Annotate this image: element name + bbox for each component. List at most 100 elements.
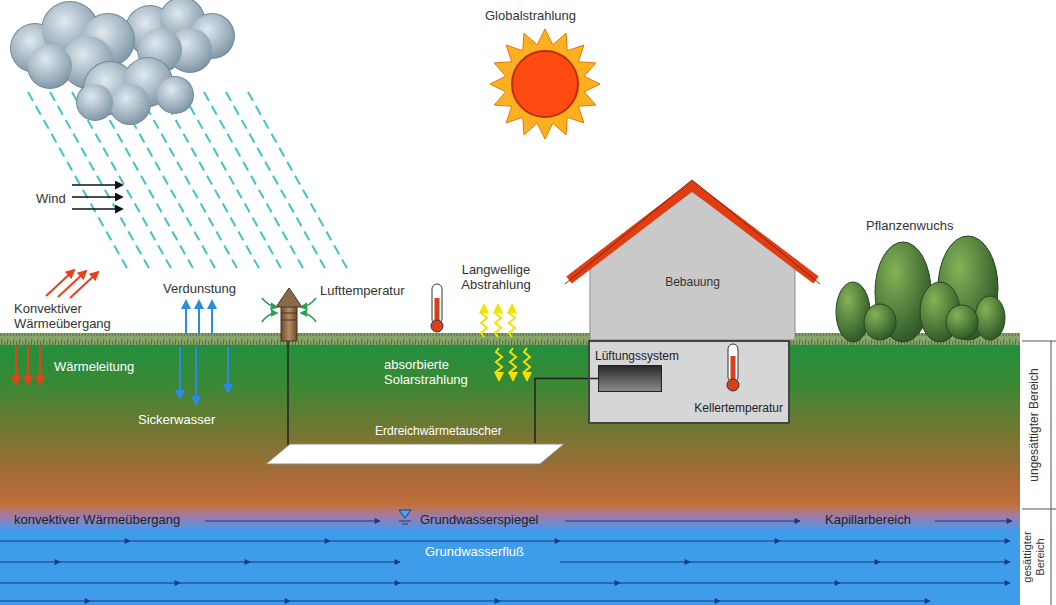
house-roof [565, 180, 820, 284]
cellar-box: Kellertemperatur Lüftungssystem [588, 340, 790, 424]
vegetation-label: Pflanzenwuchs [866, 218, 953, 233]
capillary-label: Kapillarbereich [825, 512, 911, 527]
zone-bracket [1051, 341, 1052, 605]
rain-line [204, 92, 304, 270]
ventilation-label: Lüftungssystem [595, 349, 679, 363]
heat-conduction-label: Wärmeleitung [54, 359, 134, 374]
wind-label: Wind [36, 191, 66, 206]
tree [946, 305, 978, 339]
exchanger-plate [265, 443, 565, 465]
intake-pipe [287, 340, 289, 460]
heat-exchanger-label: Erdreichwärmetauscher [375, 424, 502, 438]
radiation-arrow [495, 305, 501, 337]
cellar-temperature-label: Kellertemperatur [694, 401, 783, 415]
cloud-puff [28, 44, 72, 88]
sun-disc [512, 51, 578, 117]
air-intake-tower [281, 305, 297, 341]
tree [836, 236, 1005, 342]
evaporation-arrow [186, 301, 212, 333]
heat-transfer-label: Konvektiver Wärmeübergang [14, 301, 118, 331]
air-intake-tower [281, 320, 297, 321]
heat-arrow [46, 270, 98, 298]
tree [836, 282, 870, 342]
groundwater [0, 529, 1020, 605]
radiation-arrow [481, 305, 515, 337]
house-roof [569, 186, 816, 280]
air-flow-arrow [301, 313, 316, 322]
radiation-arrow [481, 305, 487, 337]
thermometer [727, 344, 739, 391]
heat-transfer-label: konvektiver Wärmeübergang [14, 512, 180, 527]
capillary-flow-arrows [935, 520, 1012, 521]
seepage-arrow [195, 347, 197, 404]
wind-arrow [72, 208, 122, 210]
thermometer [728, 344, 738, 382]
capillary-flow-arrows [565, 520, 800, 521]
evaporation-label: Verdunstung [163, 281, 236, 296]
rain-line [160, 92, 260, 270]
rain-line [138, 92, 238, 270]
thermometer [432, 284, 442, 324]
thermometer [431, 284, 443, 332]
tree [864, 304, 896, 340]
water-level-label: Grundwasserspiegel [420, 512, 539, 527]
groundwater-flow-arrows [560, 561, 1010, 562]
house-wall [590, 192, 795, 340]
air-flow-arrow [262, 313, 277, 322]
water-level-symbol [402, 524, 408, 525]
seepage-label: Sickerwasser [138, 412, 215, 427]
thermometer [731, 356, 736, 382]
heat-arrow [70, 272, 98, 298]
zone-bracket [1022, 341, 1056, 605]
water-level-symbol [399, 510, 411, 524]
rain-line [28, 92, 128, 270]
radiation-arrow [496, 348, 502, 380]
rain-line [248, 92, 348, 270]
groundwater-flow-arrows [0, 561, 400, 562]
house-outline: Bebauung [565, 180, 832, 340]
radiation-arrow [510, 348, 516, 380]
capillary-flow-arrows [205, 520, 380, 521]
thermometer [727, 379, 739, 391]
cloud [10, 0, 235, 125]
water-level-symbol [399, 521, 411, 522]
water-level-symbol [399, 510, 411, 518]
air-intake-tower [276, 288, 302, 341]
groundwater-flow-arrows [0, 582, 1010, 583]
radiation-arrow [509, 305, 515, 337]
wind-arrow [72, 196, 122, 198]
cellar-fill [588, 340, 790, 424]
air-flow-arrow [262, 298, 316, 322]
heat-arrow [16, 346, 40, 384]
temperature-label: Lufttemperatur [320, 283, 405, 298]
seepage-arrow [180, 347, 228, 404]
exchanger-plate [266, 444, 564, 464]
thermometer [431, 320, 443, 332]
radiation-label: absorbierte Solarstrahlung [384, 357, 488, 387]
wind-arrow [72, 185, 122, 209]
heat-arrow [39, 346, 41, 384]
zone-label: ungesättigter Bereich [1027, 350, 1041, 500]
air-flow-arrow [262, 298, 277, 307]
evaporation-arrow [211, 301, 213, 333]
rain [28, 92, 348, 270]
groundwater-flow-arrows [0, 540, 1010, 541]
heat-arrow [58, 271, 86, 297]
wind-arrow [72, 184, 122, 186]
cloud [76, 57, 194, 125]
groundwater-flow-arrows [0, 600, 930, 601]
zone-bracket [1022, 509, 1056, 510]
sun-rays [490, 29, 600, 139]
sun [490, 29, 600, 139]
groundwater-flow-arrows [0, 541, 1010, 601]
air-intake-tower [281, 313, 297, 314]
radiation-label: Globalstrahlung [485, 8, 576, 23]
zone-bracket [1022, 341, 1056, 342]
radiation-arrow [496, 348, 530, 380]
heat-arrow [27, 346, 29, 384]
zone-label: gesättigter Bereich [1021, 514, 1047, 600]
heat-arrow [46, 270, 74, 296]
evaporation-arrow [198, 301, 200, 333]
ground-heat-exchanger: Erdreichwärmetauscher [265, 443, 565, 465]
